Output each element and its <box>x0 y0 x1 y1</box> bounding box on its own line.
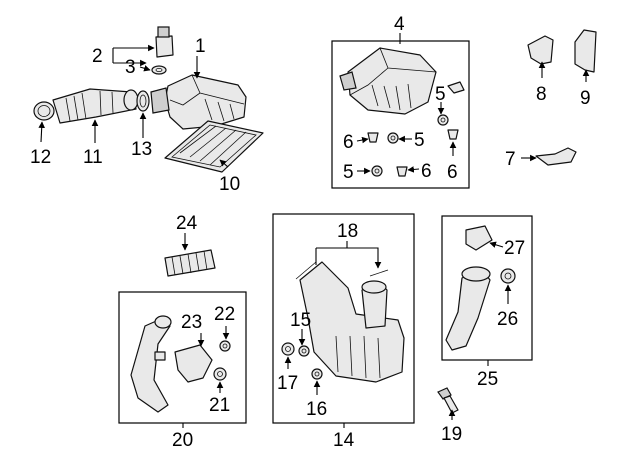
bolt-19 <box>437 387 459 414</box>
callout-26: 26 <box>497 309 518 330</box>
grommet-5a <box>437 114 449 126</box>
callout-6a: 6 <box>343 132 354 153</box>
resonator-bracket <box>174 344 213 383</box>
clip-6b <box>396 166 408 177</box>
callout-20: 20 <box>172 430 193 451</box>
clip-23 <box>154 351 166 361</box>
callout-24: 24 <box>176 213 198 234</box>
callout-6c: 6 <box>447 162 458 183</box>
grommet-26 <box>500 268 516 284</box>
callout-labels: 1 2 3 4 5 6 5 5 6 6 7 8 9 10 11 12 13 24… <box>30 14 591 451</box>
callout-5c: 5 <box>343 162 354 183</box>
callout-19: 19 <box>441 424 462 445</box>
hose-clamp-left <box>33 101 55 121</box>
grommet-16 <box>311 368 323 380</box>
air-filter-element <box>164 120 264 173</box>
grommet-17 <box>281 342 295 356</box>
callout-23: 23 <box>181 312 202 333</box>
callout-5a: 5 <box>435 84 446 105</box>
resonator-duct <box>130 315 172 413</box>
callout-8: 8 <box>536 84 547 105</box>
callout-5b: 5 <box>414 130 425 151</box>
grommet-15 <box>298 345 310 357</box>
hook-clip <box>447 81 465 94</box>
bracket-9 <box>574 29 597 73</box>
mass-airflow-sensor <box>155 26 174 58</box>
seal-strip-right <box>369 269 389 277</box>
bracket-7 <box>535 147 577 166</box>
callout-15: 15 <box>290 310 311 331</box>
seal-strip-left <box>295 261 317 280</box>
callout-9: 9 <box>580 88 591 109</box>
grommet-5c <box>371 165 383 177</box>
resonator-chamber <box>299 261 405 383</box>
callout-13: 13 <box>131 139 152 160</box>
callout-21: 21 <box>209 395 230 416</box>
outer-air-duct <box>445 225 493 351</box>
callout-18: 18 <box>337 221 358 242</box>
callout-3: 3 <box>125 57 136 78</box>
callout-17: 17 <box>277 373 298 394</box>
intake-duct <box>52 88 139 124</box>
callout-10: 10 <box>219 174 240 195</box>
callout-7: 7 <box>505 149 516 170</box>
clip-6c <box>447 129 459 140</box>
callout-1: 1 <box>195 36 206 57</box>
callout-4: 4 <box>394 14 405 35</box>
callout-12: 12 <box>30 147 51 168</box>
leader-lines <box>38 33 590 428</box>
intake-hose <box>164 249 216 277</box>
callout-27: 27 <box>504 238 525 259</box>
callout-25: 25 <box>477 369 498 390</box>
grommet-22 <box>219 340 231 352</box>
grommet-21 <box>213 367 227 381</box>
sensor-seal-ring <box>151 65 167 75</box>
callout-14: 14 <box>333 430 355 451</box>
air-cleaner-housing <box>150 74 247 130</box>
callout-6b: 6 <box>421 161 432 182</box>
grommet-5b <box>387 132 399 144</box>
callout-11: 11 <box>83 147 103 168</box>
callout-16: 16 <box>306 399 327 420</box>
callout-22: 22 <box>214 304 235 325</box>
clip-6a <box>367 132 379 143</box>
frame-group-25 <box>441 215 533 361</box>
bracket-8 <box>527 35 554 65</box>
callout-2: 2 <box>92 46 103 67</box>
air-cleaner-cover <box>339 47 437 115</box>
hose-clamp-center <box>136 90 150 112</box>
